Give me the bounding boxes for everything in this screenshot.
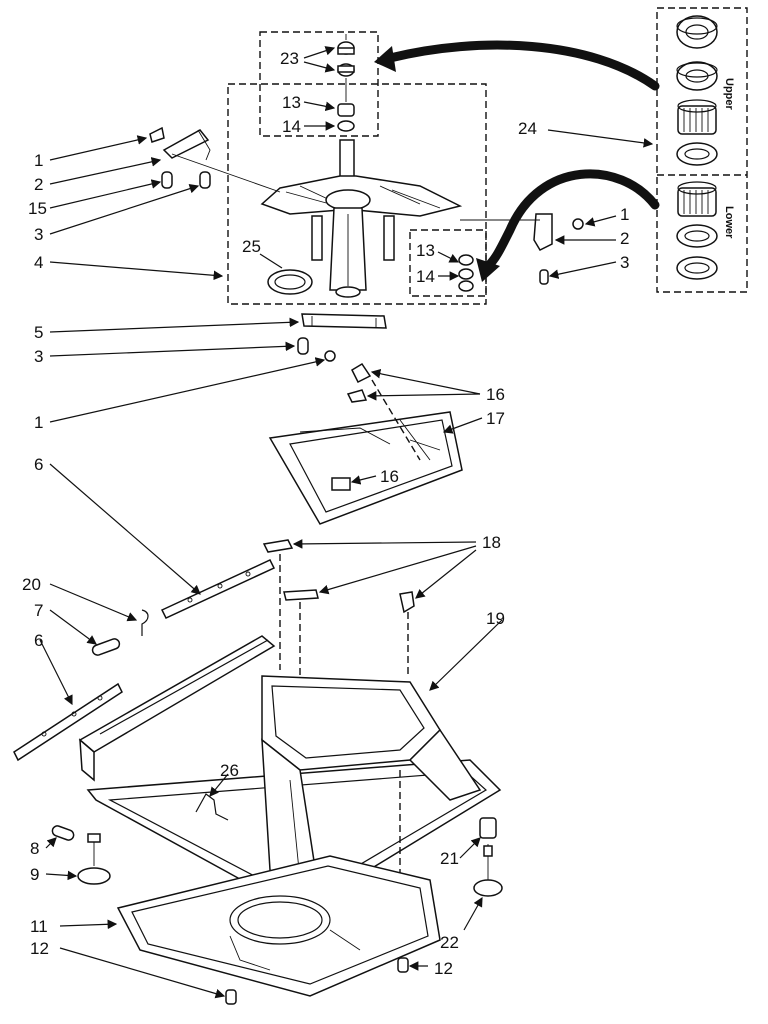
inset-upper-label: Upper xyxy=(723,78,735,111)
label-21: 21 xyxy=(440,849,459,868)
label-25: 25 xyxy=(242,237,261,256)
label-6-top: 6 xyxy=(34,455,43,474)
label-2-right: 2 xyxy=(620,229,629,248)
box-transmission xyxy=(227,83,487,305)
label-20: 20 xyxy=(22,575,41,594)
label-13-side: 13 xyxy=(416,241,435,260)
label-8: 8 xyxy=(30,839,39,858)
callout-boxes xyxy=(227,31,487,305)
side-rails xyxy=(13,559,276,762)
label-14-top: 14 xyxy=(282,117,301,136)
label-4: 4 xyxy=(34,253,43,272)
label-1-center: 1 xyxy=(34,413,43,432)
label-7: 7 xyxy=(34,601,43,620)
label-12-left: 12 xyxy=(30,939,49,958)
inset-lower-label: Lower xyxy=(723,206,735,239)
part-labels: 1 2 15 3 4 23 13 14 25 24 1 2 3 13 14 5 … xyxy=(22,49,629,978)
transmission-assembly xyxy=(149,34,584,298)
label-24: 24 xyxy=(518,119,537,138)
label-1-top-left: 1 xyxy=(34,151,43,170)
label-11: 11 xyxy=(30,917,48,936)
label-26: 26 xyxy=(220,761,239,780)
feet-parts xyxy=(51,817,503,1005)
label-16-lower: 16 xyxy=(380,467,399,486)
label-17: 17 xyxy=(486,409,505,428)
label-9: 9 xyxy=(30,865,39,884)
label-13-top: 13 xyxy=(282,93,301,112)
label-1-right: 1 xyxy=(620,205,629,224)
base-plate-11 xyxy=(116,855,441,997)
inset-arrows xyxy=(374,40,660,282)
suspension-frame-17 xyxy=(268,362,463,525)
label-12-right: 12 xyxy=(434,959,453,978)
label-14-side: 14 xyxy=(416,267,435,286)
center-bracket-parts xyxy=(297,313,387,362)
label-22: 22 xyxy=(440,933,459,952)
label-3-center: 3 xyxy=(34,347,43,366)
label-16-top: 16 xyxy=(486,385,505,404)
label-6-lower: 6 xyxy=(34,631,43,650)
label-18: 18 xyxy=(482,533,501,552)
label-5: 5 xyxy=(34,323,43,342)
leader-lines xyxy=(39,46,654,999)
label-19: 19 xyxy=(486,609,505,628)
upper-bearing-icons xyxy=(676,15,718,166)
cabinet-frame-19 xyxy=(78,635,502,913)
label-15: 15 xyxy=(28,199,47,218)
label-3-right: 3 xyxy=(620,253,629,272)
pads-18 xyxy=(262,539,415,680)
label-3-top-left: 3 xyxy=(34,225,43,244)
bearing-inset: Upper Lower xyxy=(656,7,748,293)
box-side-bearings xyxy=(409,229,487,297)
label-23: 23 xyxy=(280,49,299,68)
lower-bearing-icons xyxy=(676,181,718,280)
label-2-top-left: 2 xyxy=(34,175,43,194)
